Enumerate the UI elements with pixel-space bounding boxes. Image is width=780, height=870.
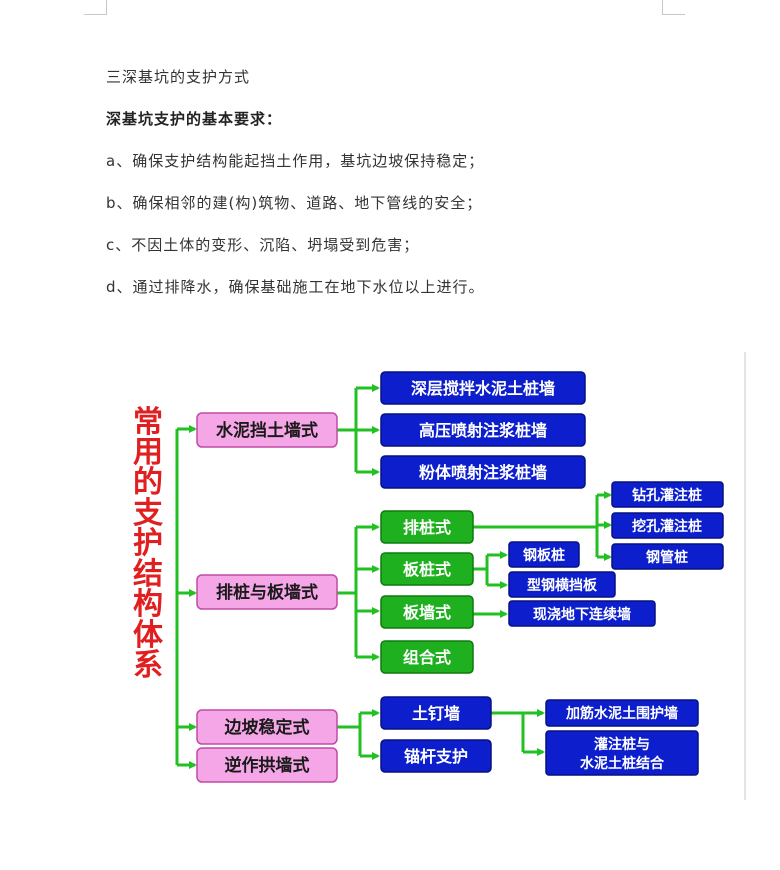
title-char: 常: [133, 405, 163, 440]
category-label: 排桩与板墙式: [216, 582, 318, 603]
subtype-label: 灌注桩与: [594, 736, 650, 753]
type-label: 深层搅拌水泥土桩墙: [411, 379, 555, 398]
subtype-label: 钻孔灌注桩: [632, 487, 702, 504]
subtype-box: [508, 600, 656, 627]
subtype-box: [508, 571, 616, 598]
page-corner-mark-left: [84, 0, 107, 15]
type-box: [380, 640, 474, 674]
subtype-label: 加筋水泥土围护墙: [565, 705, 678, 722]
type-label: 板桩式: [403, 560, 451, 579]
category-label: 逆作拱墙式: [225, 755, 310, 776]
soil-nail-subtypes: 加筋水泥土围护墙 灌注桩与 水泥土桩结合: [545, 699, 699, 776]
subtype-box: [508, 541, 580, 568]
requirement-item-a: a、确保支护结构能起挡土作用，基坑边坡保持稳定；: [106, 152, 485, 170]
subtype-label: 钢管桩: [646, 549, 688, 566]
image-edge: [744, 352, 746, 800]
title-char: 支: [133, 496, 163, 531]
category-box: [196, 412, 338, 448]
type-label: 板墙式: [403, 603, 451, 622]
title-char: 的: [133, 465, 163, 500]
subtype-box: [611, 512, 724, 539]
connectors: [175, 384, 612, 769]
title-char: 用: [133, 435, 163, 470]
page-corner-mark-right: [662, 0, 685, 15]
type-label: 土钉墙: [412, 704, 460, 723]
pile-wall-types: 排桩式 板桩式 板墙式 组合式: [380, 510, 474, 674]
cement-wall-types: 深层搅拌水泥土桩墙 高压喷射注浆桩墙 粉体喷射注浆桩墙: [380, 371, 586, 489]
type-label: 高压喷射注浆桩墙: [419, 421, 547, 440]
subtype-label: 挖孔灌注桩: [632, 518, 702, 535]
title-char: 结: [133, 557, 163, 592]
requirements-heading: 深基坑支护的基本要求：: [106, 110, 283, 128]
requirement-item-d: d、通过排降水，确保基础施工在地下水位以上进行。: [106, 278, 485, 296]
category-label: 水泥挡土墙式: [216, 420, 318, 441]
subtype-label: 现浇地下连续墙: [533, 606, 631, 623]
subtype-box: [545, 730, 699, 776]
subtype-box: [545, 699, 699, 727]
type-label: 组合式: [403, 648, 451, 667]
title-char: 系: [133, 648, 163, 683]
type-box: [380, 455, 586, 489]
type-label: 粉体喷射注浆桩墙: [419, 463, 547, 482]
diagram-title: 常 用 的 支 护 结 构 体 系: [133, 405, 164, 683]
type-box: [380, 739, 492, 773]
section-heading: 三深基坑的支护方式: [106, 68, 251, 86]
type-box: [380, 510, 474, 544]
category-box: [196, 709, 338, 745]
category-box: [196, 574, 338, 610]
requirement-item-c: c、不因土体的变形、沉陷、坍塌受到危害；: [106, 236, 420, 254]
type-label: 排桩式: [403, 518, 451, 537]
type-label: 锚杆支护: [404, 747, 468, 766]
type-box: [380, 552, 474, 586]
subtype-label: 钢板桩: [523, 547, 565, 564]
type-box: [380, 595, 474, 629]
title-char: 体: [133, 618, 164, 653]
subtype-box: [611, 543, 724, 570]
type-box: [380, 696, 492, 730]
category-label: 边坡稳定式: [224, 717, 310, 738]
subtype-box: [611, 481, 724, 508]
row-pile-subtypes: 钻孔灌注桩 挖孔灌注桩 钢管桩: [611, 481, 724, 570]
subtype-label: 水泥土桩结合: [580, 755, 665, 772]
title-char: 护: [133, 526, 163, 561]
type-box: [380, 371, 586, 405]
subtype-label: 型钢横挡板: [527, 577, 598, 594]
sheet-pile-subtypes: 钢板桩 型钢横挡板: [508, 541, 616, 598]
title-char: 构: [133, 587, 163, 622]
type-box: [380, 413, 586, 447]
wall-subtype: 现浇地下连续墙: [508, 600, 656, 627]
category-boxes: 水泥挡土墙式 排桩与板墙式 边坡稳定式 逆作拱墙式: [196, 412, 338, 783]
category-box: [196, 747, 338, 783]
slope-types: 土钉墙 锚杆支护: [380, 696, 492, 773]
requirement-item-b: b、确保相邻的建(构)筑物、道路、地下管线的安全；: [106, 194, 483, 212]
